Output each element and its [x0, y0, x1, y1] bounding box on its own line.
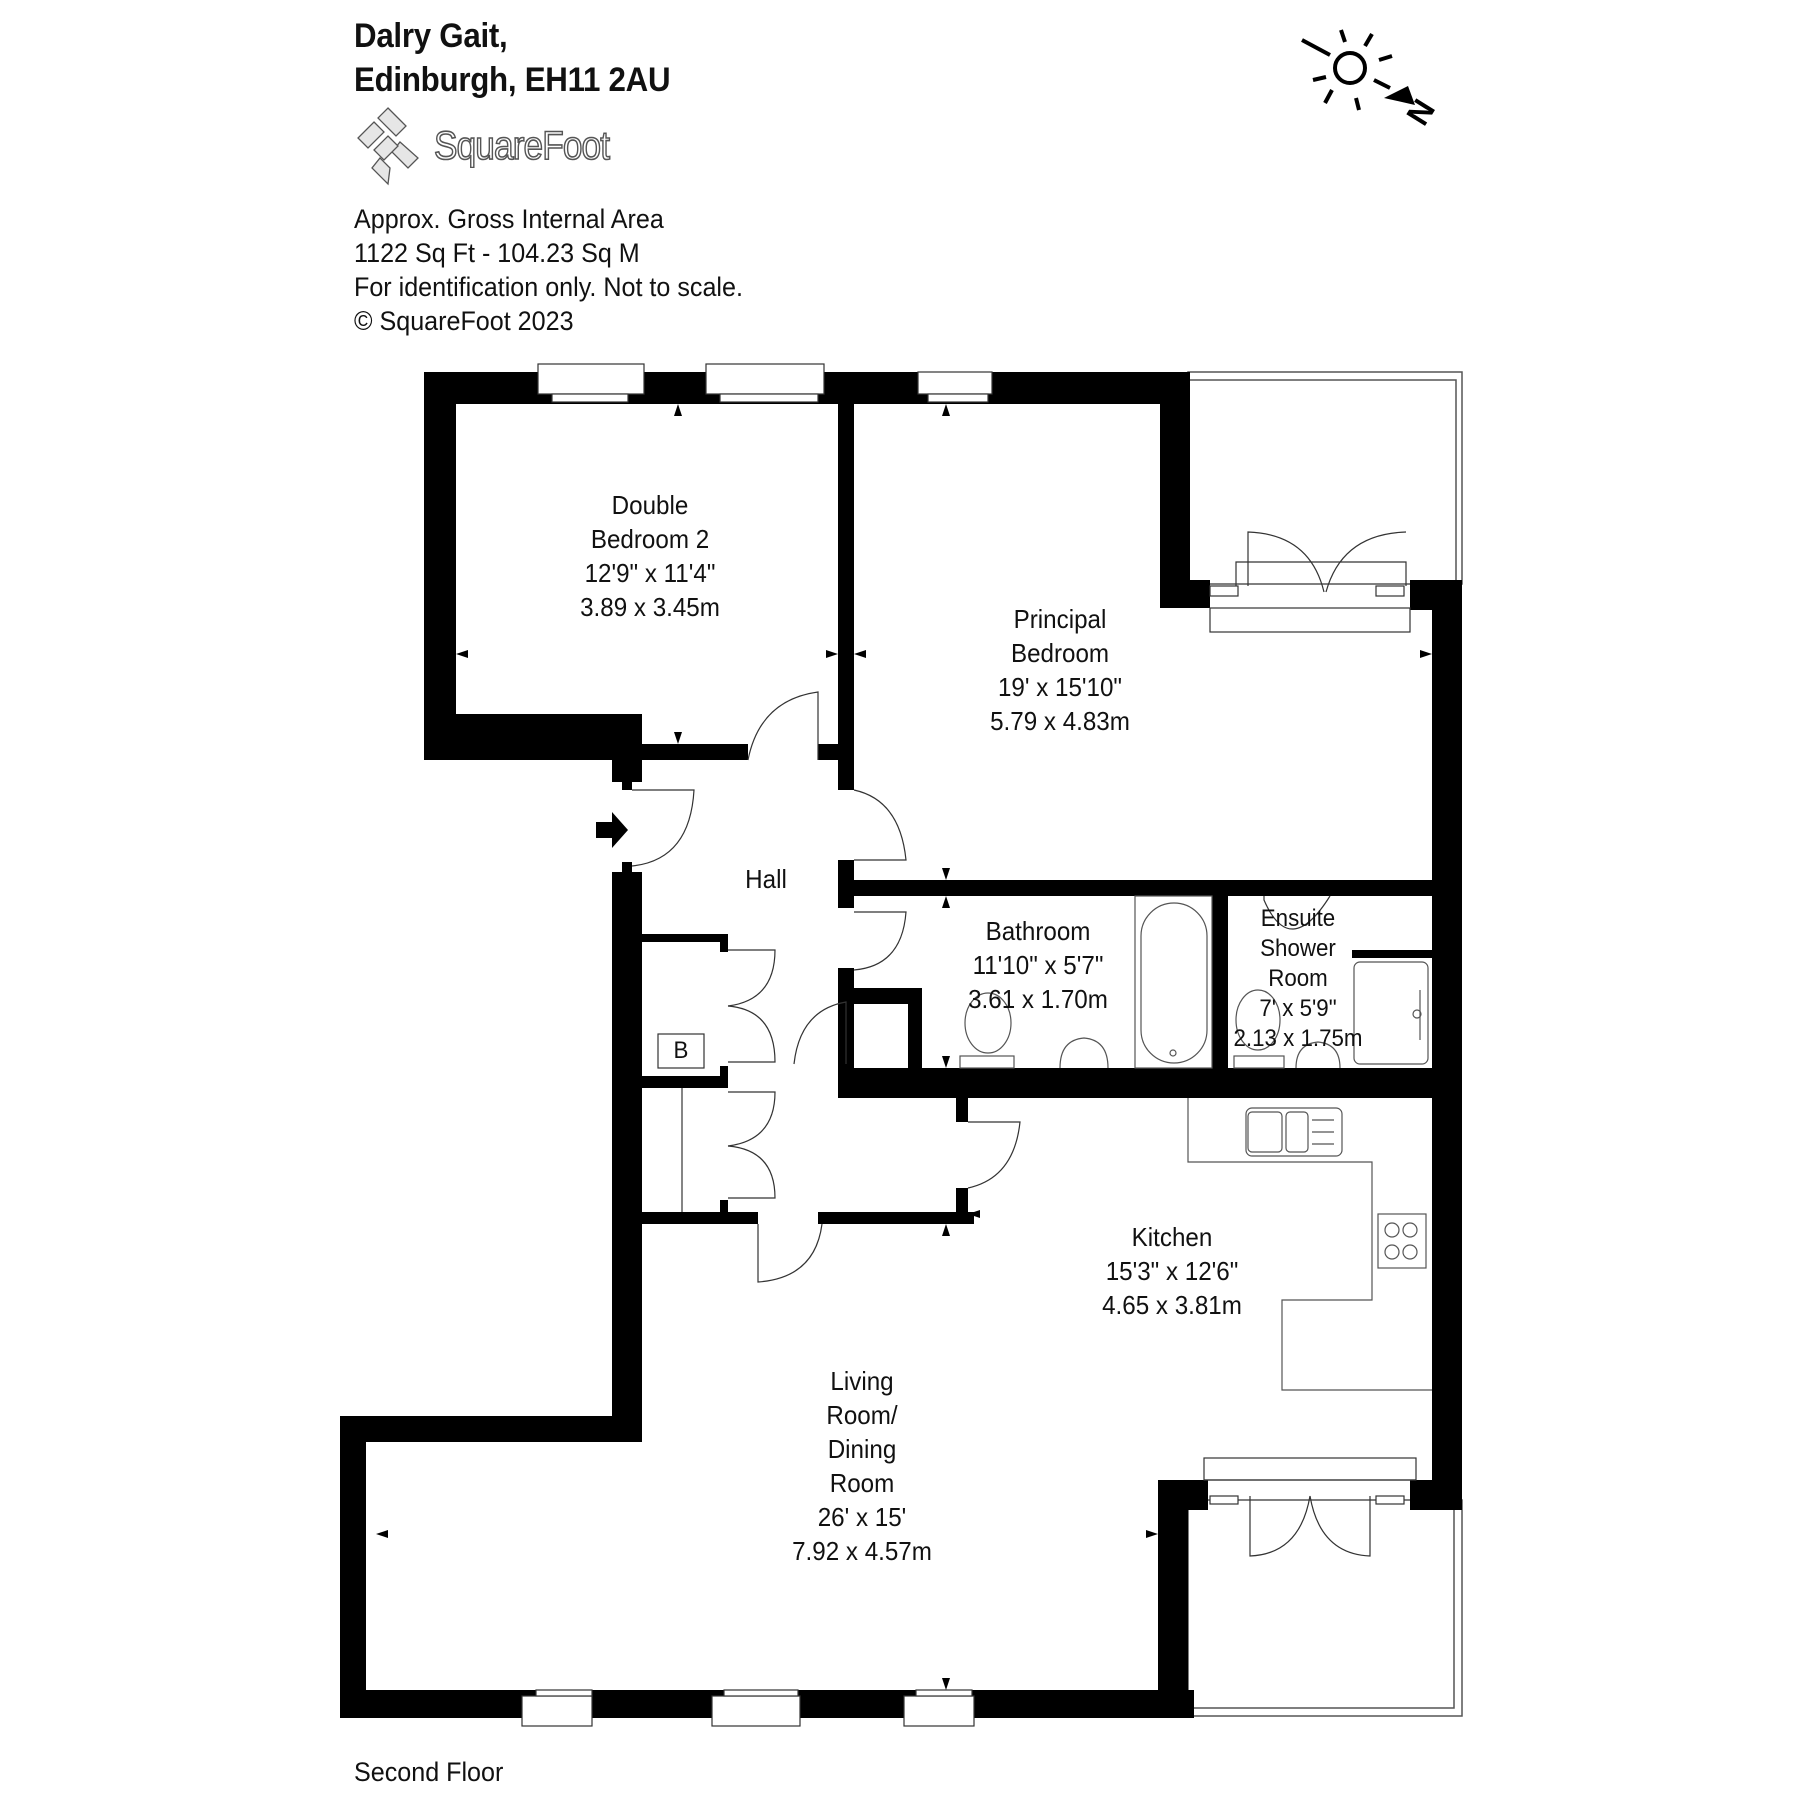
- squarefoot-logo-icon: [357, 107, 419, 186]
- room-kitchen: Kitchen 15'3" x 12'6" 4.65 x 3.81m: [1102, 1220, 1242, 1322]
- entrance-arrow-icon: [596, 812, 628, 848]
- room-hall: Hall: [745, 862, 787, 896]
- room-name: Bedroom: [1010, 638, 1110, 668]
- room-size-metric: 3.61 x 1.70m: [968, 984, 1108, 1014]
- room-size-metric: 4.65 x 3.81m: [1102, 1290, 1242, 1320]
- compass: N: [1290, 10, 1470, 135]
- area-heading: Approx. Gross Internal Area: [354, 204, 664, 234]
- room-double-bedroom-2: Double Bedroom 2 12'9" x 11'4" 3.89 x 3.…: [580, 488, 720, 624]
- balcony-bottom: [1187, 1499, 1463, 1717]
- room-name: Room/: [826, 1400, 898, 1430]
- fixtures: [959, 895, 1432, 1391]
- room-size-imperial: 15'3" x 12'6": [1105, 1256, 1239, 1286]
- property-address: Dalry Gait, Edinburgh, EH11 2AU: [354, 14, 698, 102]
- room-size-metric: 2.13 x 1.75m: [1233, 1025, 1363, 1052]
- room-name: Room: [829, 1468, 895, 1498]
- room-size-metric: 5.79 x 4.83m: [990, 706, 1130, 736]
- room-name: Bedroom 2: [590, 524, 710, 554]
- room-name: Kitchen: [1131, 1222, 1213, 1252]
- address-line-2: Edinburgh, EH11 2AU: [354, 61, 671, 99]
- address-line-1: Dalry Gait,: [354, 17, 508, 55]
- sun-north-arrow-icon: N: [1301, 29, 1442, 132]
- room-bathroom: Bathroom 11'10" x 5'7" 3.61 x 1.70m: [968, 914, 1108, 1016]
- room-living-dining-room: Living Room/ Dining Room 26' x 15' 7.92 …: [792, 1364, 932, 1568]
- room-size-imperial: 11'10" x 5'7": [972, 950, 1104, 980]
- windows: [521, 363, 1405, 1727]
- room-principal-bedroom: Principal Bedroom 19' x 15'10" 5.79 x 4.…: [990, 602, 1130, 738]
- boiler-label: B: [673, 1037, 689, 1064]
- room-size-imperial: 19' x 15'10": [997, 672, 1123, 702]
- area-info: Approx. Gross Internal Area 1122 Sq Ft -…: [354, 202, 743, 338]
- french-doors: [1203, 531, 1417, 1557]
- room-name: Double: [611, 490, 689, 520]
- room-size-imperial: 7' x 5'9": [1259, 995, 1337, 1022]
- room-name: Dining: [827, 1434, 897, 1464]
- measurement-markers: [376, 404, 1432, 1690]
- room-size-metric: 3.89 x 3.45m: [580, 592, 720, 622]
- room-size-imperial: 12'9" x 11'4": [584, 558, 716, 588]
- room-ensuite-shower-room: Ensuite Shower Room 7' x 5'9" 2.13 x 1.7…: [1233, 904, 1362, 1054]
- squarefoot-logo: SquareFoot: [354, 106, 633, 186]
- room-name: Principal: [1013, 604, 1107, 634]
- room-name: Shower: [1260, 935, 1336, 962]
- room-name: Living: [830, 1366, 894, 1396]
- disclaimer: For identification only. Not to scale.: [354, 272, 743, 302]
- room-name: Bathroom: [985, 916, 1091, 946]
- room-size-metric: 7.92 x 4.57m: [792, 1536, 932, 1566]
- copyright: © SquareFoot 2023: [354, 306, 574, 336]
- room-size-imperial: 26' x 15': [817, 1502, 907, 1532]
- room-name: Ensuite: [1260, 905, 1336, 932]
- area-values: 1122 Sq Ft - 104.23 Sq M: [354, 238, 640, 268]
- floor-label: Second Floor: [354, 1757, 504, 1787]
- room-name: Hall: [745, 864, 787, 894]
- door-swings: [631, 691, 1331, 1283]
- logo-text: SquareFoot: [433, 123, 610, 169]
- balcony-top: [1187, 371, 1463, 585]
- room-name: Room: [1268, 965, 1328, 992]
